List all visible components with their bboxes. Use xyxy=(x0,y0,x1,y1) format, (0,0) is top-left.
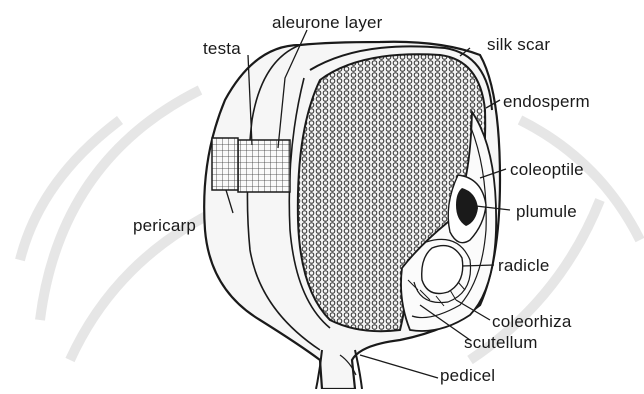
label-pedicel: pedicel xyxy=(440,367,495,384)
label-testa: testa xyxy=(203,40,241,57)
pericarp-inset xyxy=(212,138,238,190)
label-plumule: plumule xyxy=(516,203,577,220)
pedicel-leader xyxy=(360,355,438,378)
label-pericarp: pericarp xyxy=(133,217,196,234)
testa-inset xyxy=(238,140,290,192)
label-endosperm: endosperm xyxy=(503,93,590,110)
label-coleorhiza: coleorhiza xyxy=(492,313,572,330)
label-aleurone-layer: aleurone layer xyxy=(272,14,383,31)
label-silk-scar: silk scar xyxy=(487,36,550,53)
label-scutellum: scutellum xyxy=(464,334,538,351)
label-coleoptile: coleoptile xyxy=(510,161,584,178)
label-radicle: radicle xyxy=(498,257,549,274)
